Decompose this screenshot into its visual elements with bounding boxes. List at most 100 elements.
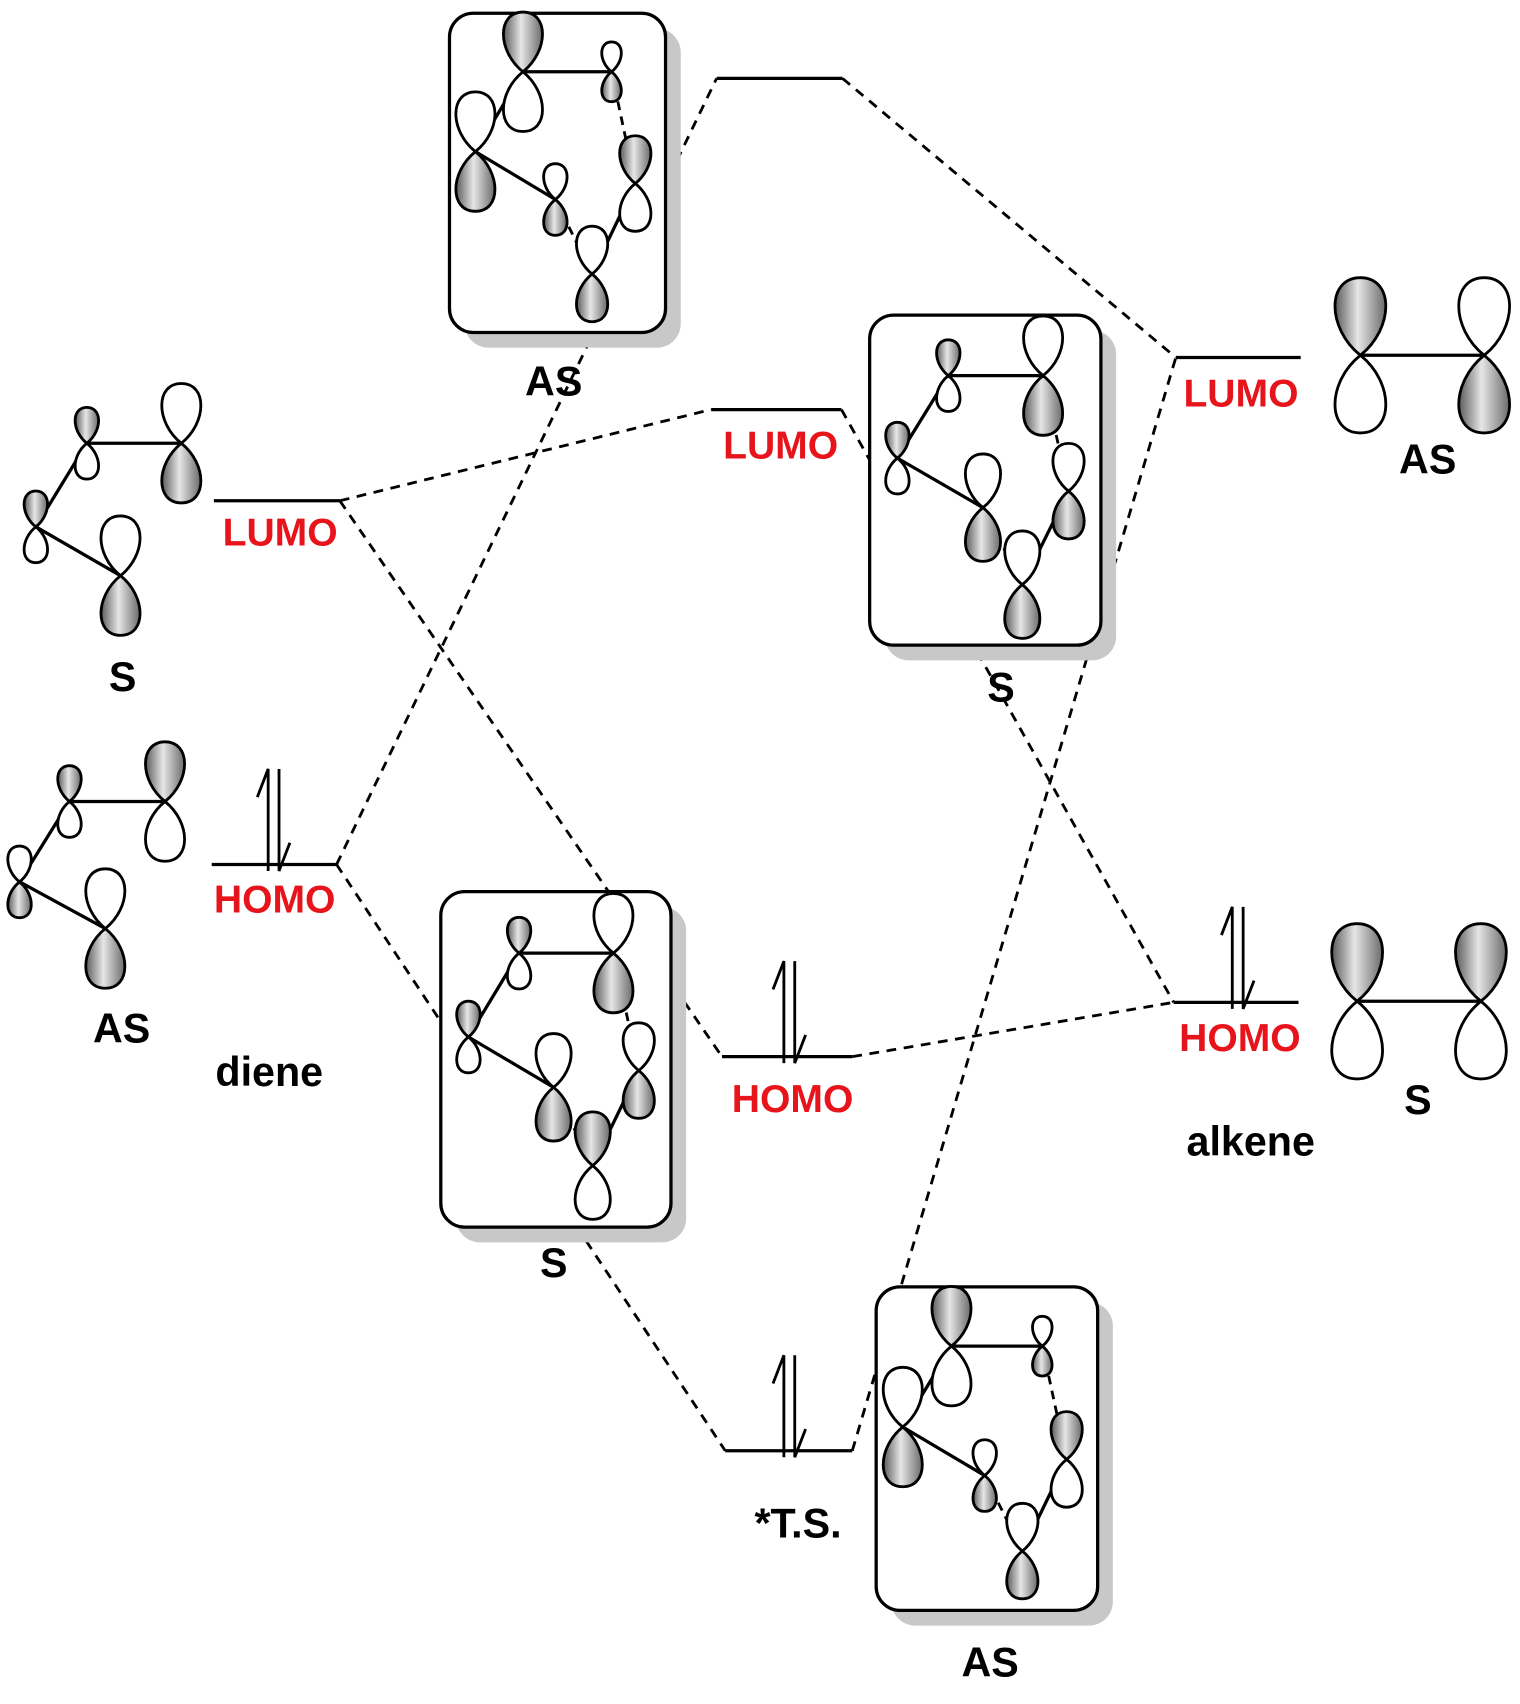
alkene-homo-symmetry: S bbox=[1404, 1077, 1432, 1123]
orbital-lobe bbox=[935, 338, 962, 378]
orbital-lobe bbox=[84, 926, 127, 990]
orbital-lobe bbox=[971, 1438, 998, 1478]
orbital-lobe bbox=[505, 915, 533, 955]
energy-levels bbox=[211, 76, 1301, 1458]
orbital-lobe bbox=[542, 162, 569, 202]
sigma-bond bbox=[901, 1425, 986, 1477]
spin-down-arrow-icon bbox=[793, 961, 807, 1064]
orbital-lobe bbox=[1049, 1457, 1084, 1509]
orbital-lobe bbox=[1003, 529, 1042, 587]
ts-orbital-box bbox=[447, 10, 681, 348]
orbital-lobe bbox=[1022, 314, 1065, 378]
spin-up-arrow-icon bbox=[255, 768, 270, 871]
orbital-lobe bbox=[455, 1035, 482, 1075]
orbital-lobe bbox=[963, 505, 1002, 563]
orbital-lobe bbox=[618, 181, 653, 233]
orbital-lobe bbox=[1051, 441, 1086, 493]
diene-lumo-symmetry: S bbox=[109, 654, 137, 700]
orbital-lobe bbox=[592, 892, 635, 955]
orbital-lobe bbox=[881, 1365, 924, 1429]
reactant-orbitals bbox=[6, 276, 1511, 1081]
orbital-lobe bbox=[1330, 999, 1384, 1081]
orbital-lobe bbox=[6, 844, 33, 884]
orbital-lobe bbox=[600, 69, 623, 104]
correlation-line bbox=[339, 408, 712, 503]
sigma-bond bbox=[18, 880, 107, 930]
orbital-lobe bbox=[1005, 1501, 1040, 1553]
spin-down-arrow-icon bbox=[793, 1355, 807, 1458]
orbital-lobe bbox=[1003, 582, 1042, 640]
spin-up-arrow-icon bbox=[1220, 906, 1234, 1009]
orbital-lobe bbox=[1454, 922, 1508, 1004]
orbital-lobe bbox=[1005, 1549, 1040, 1601]
sigma-bond bbox=[467, 1035, 555, 1089]
orbital-lobe bbox=[542, 197, 569, 237]
correlation-line bbox=[335, 77, 718, 866]
orbital-lobe bbox=[22, 525, 49, 565]
ts-homo-label: HOMO bbox=[732, 1078, 854, 1121]
diene-homo-label: HOMO bbox=[214, 878, 336, 921]
spin-down-arrow-icon bbox=[1241, 906, 1256, 1010]
diene-label: diene bbox=[215, 1049, 323, 1095]
ts-lumo-label: LUMO bbox=[723, 424, 838, 467]
orbital-lobe bbox=[1031, 1314, 1054, 1348]
orbital-lobe bbox=[454, 90, 497, 154]
ts-homo-symmetry: S bbox=[540, 1240, 568, 1286]
orbital-lobe bbox=[573, 1110, 612, 1168]
orbital-lobe bbox=[6, 880, 33, 920]
orbital-lobe bbox=[621, 1021, 656, 1073]
orbital-lobe bbox=[1330, 922, 1384, 1004]
orbital-lobe bbox=[1031, 1344, 1054, 1378]
orbital-lobe bbox=[1051, 489, 1086, 541]
orbital-lobe bbox=[1333, 276, 1388, 358]
orbital-lobe bbox=[505, 951, 533, 991]
orbital-lobe bbox=[575, 224, 609, 276]
orbital-lobe bbox=[884, 420, 911, 460]
sigma-bond bbox=[896, 456, 984, 510]
orbital-lobe bbox=[56, 799, 83, 839]
orbital-lobe bbox=[1457, 353, 1511, 435]
orbital-lobe bbox=[1457, 276, 1511, 358]
orbital-lobe bbox=[99, 573, 142, 637]
orbital-lobe bbox=[73, 441, 100, 481]
orbital-lobe bbox=[935, 373, 962, 413]
orbital-lobe bbox=[1022, 373, 1065, 437]
orbital-lobe bbox=[1049, 1410, 1084, 1462]
orbital-lobe bbox=[84, 867, 127, 931]
orbital-lobe bbox=[621, 1068, 656, 1120]
orbital-lobe bbox=[160, 441, 203, 505]
orbital-lobe bbox=[1333, 353, 1388, 435]
alkene-lumo-symmetry: AS bbox=[1399, 437, 1456, 483]
alkene-label: alkene bbox=[1187, 1118, 1315, 1164]
orbital-lobe bbox=[573, 1163, 612, 1221]
orbital-lobe bbox=[575, 272, 609, 324]
orbital-lobe bbox=[930, 1285, 973, 1348]
orbital-lobe bbox=[99, 514, 142, 578]
spin-up-arrow-icon bbox=[771, 960, 786, 1064]
orbital-lobe bbox=[56, 764, 83, 804]
spin-down-arrow-icon bbox=[277, 768, 292, 872]
orbital-lobe bbox=[881, 1425, 924, 1489]
correlation-line bbox=[841, 77, 1177, 359]
correlation-line bbox=[852, 1000, 1174, 1059]
diene-homo-symmetry: AS bbox=[93, 1006, 150, 1052]
orbital-lobe bbox=[592, 951, 635, 1015]
ts-lumo-symmetry: S bbox=[987, 665, 1015, 711]
orbital-lobe bbox=[963, 452, 1002, 510]
orbital-lobe bbox=[930, 1344, 973, 1408]
orbital-lobe bbox=[884, 456, 911, 496]
orbital-lobe bbox=[1454, 999, 1508, 1081]
orbital-lobe bbox=[144, 799, 186, 863]
ts-orbital-boxes bbox=[439, 10, 1117, 1626]
orbital-lobe bbox=[144, 740, 186, 804]
orbital-lobe bbox=[160, 382, 203, 446]
orbital-lobe bbox=[501, 69, 544, 133]
orbital-lobe bbox=[534, 1032, 573, 1090]
ts-top-symmetry: AS bbox=[525, 358, 582, 404]
ts-orbital-box bbox=[868, 313, 1117, 661]
alkene-homo-label: HOMO bbox=[1179, 1017, 1301, 1060]
alkene-lumo-label: LUMO bbox=[1183, 372, 1298, 415]
ts-bottom-symmetry: AS bbox=[962, 1640, 1019, 1686]
orbital-lobe bbox=[73, 405, 100, 446]
